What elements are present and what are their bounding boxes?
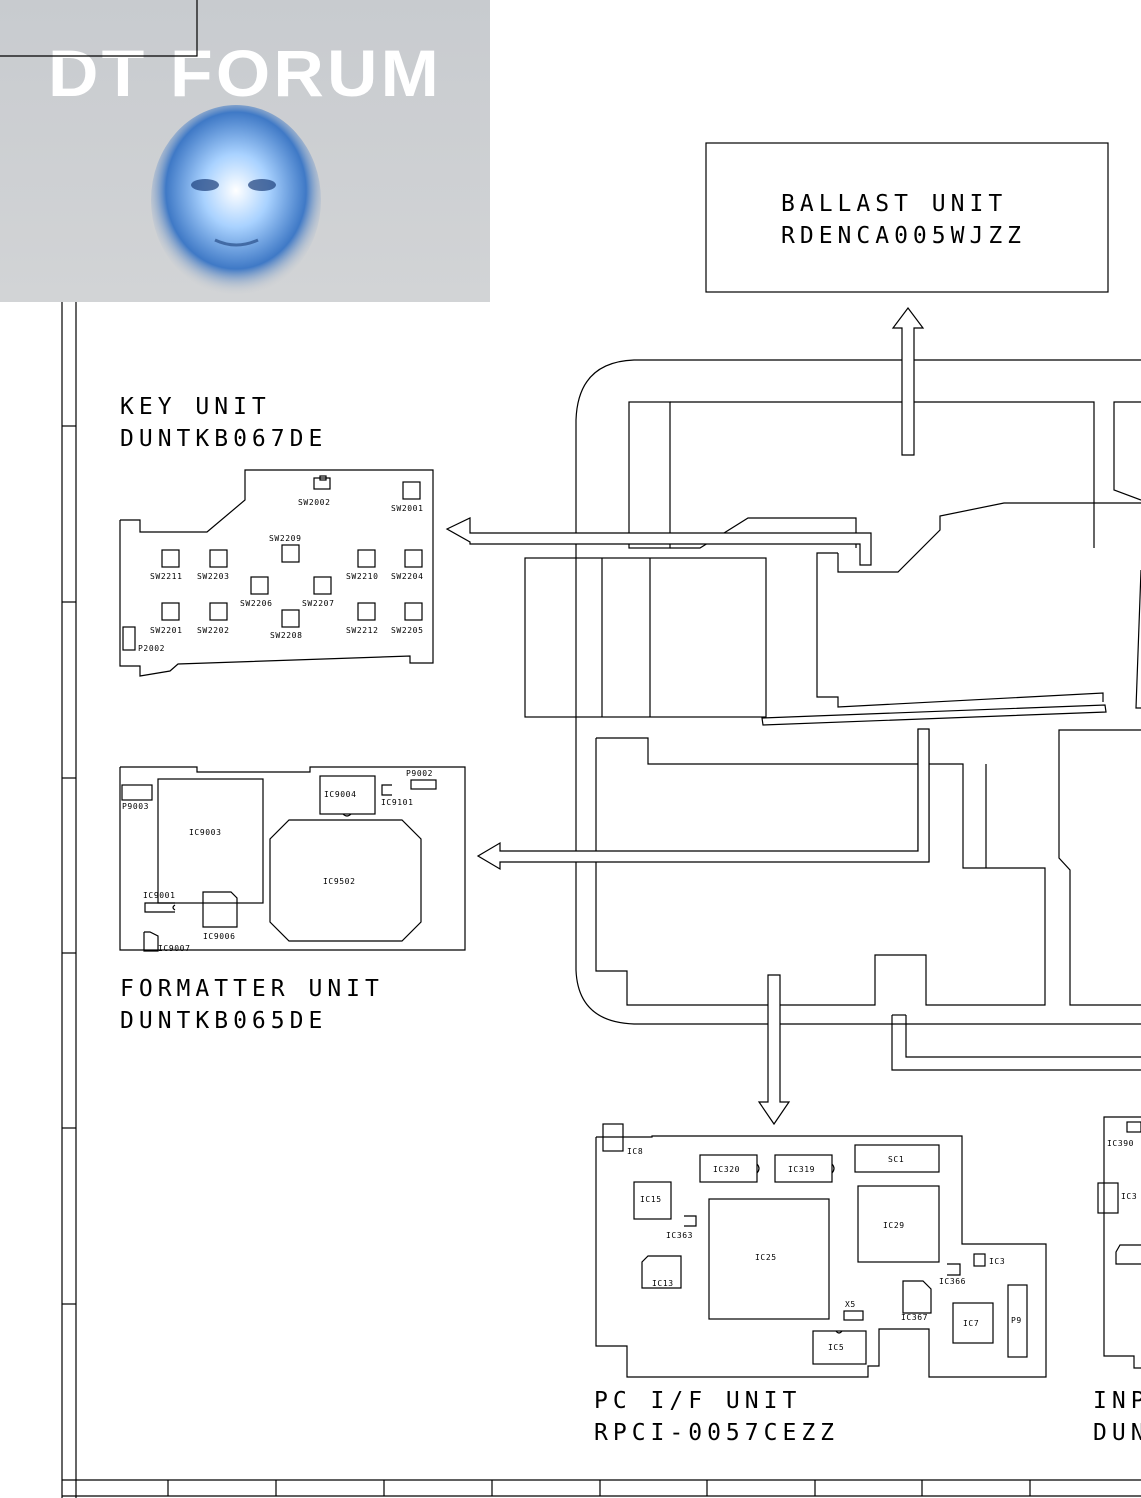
input-unit-name: INP: [1093, 1388, 1141, 1414]
key-unit-part-number: DUNTKB067DE: [120, 426, 327, 452]
ic9007-label: IC9007: [158, 944, 191, 953]
drawing-frame: [61, 75, 1141, 1498]
ic5-label: IC5: [828, 1343, 844, 1352]
arrow-to-key-unit: [445, 517, 872, 566]
sw2202-label: SW2202: [197, 626, 230, 635]
ic29-label: IC29: [883, 1221, 905, 1230]
sw2001-label: SW2001: [391, 504, 424, 513]
sw2203-label: SW2203: [197, 572, 230, 581]
p9002-label: P9002: [406, 769, 433, 778]
pc-if-unit-name: PC I/F UNIT: [594, 1388, 801, 1414]
pc-if-unit-part-number: RPCI-0057CEZZ: [594, 1420, 839, 1446]
ic9006-label: IC9006: [203, 932, 236, 941]
ic9001-label: IC9001: [143, 891, 176, 900]
logo-text: DT FORUM: [48, 36, 442, 110]
ballast-unit-part-number: RDENCA005WJZZ: [781, 223, 1026, 249]
sw2211-label: SW2211: [150, 572, 183, 581]
ic7-label: IC7: [963, 1319, 979, 1328]
ic320-label: IC320: [713, 1165, 740, 1174]
key-unit: KEY UNIT DUNTKB067DE SW2002 SW2001 SW220…: [119, 394, 434, 677]
sw2207-label: SW2207: [302, 599, 335, 608]
ic13-label: IC13: [652, 1279, 674, 1288]
ballast-unit: BALLAST UNIT RDENCA005WJZZ: [705, 142, 1109, 293]
arrow-to-ballast-unit: [891, 307, 925, 456]
x5-label: X5: [845, 1300, 856, 1309]
input-unit-part-number: DUN: [1093, 1420, 1141, 1446]
projector-chassis: [524, 359, 1141, 1071]
ic363-label: IC363: [666, 1231, 693, 1240]
ic9101-label: IC9101: [381, 798, 414, 807]
sw2206-label: SW2206: [240, 599, 273, 608]
ic15-label: IC15: [640, 1195, 662, 1204]
sw2002-label: SW2002: [298, 498, 331, 507]
formatter-unit-part-number: DUNTKB065DE: [120, 1008, 327, 1034]
ic8-label: IC8: [627, 1147, 643, 1156]
watermark-logo: DT FORUM: [0, 0, 490, 302]
ic366-label: IC366: [939, 1277, 966, 1286]
sw2205-label: SW2205: [391, 626, 424, 635]
face-image: [151, 105, 321, 295]
input-unit-ic3-label: IC3: [1121, 1192, 1137, 1201]
pc-if-unit: IC8 IC320 IC319 SC1 IC15 IC363 IC25 IC29…: [594, 1123, 1047, 1446]
formatter-unit-name: FORMATTER UNIT: [120, 976, 384, 1002]
arrow-to-formatter-unit: [476, 728, 930, 871]
ic9502-label: IC9502: [323, 877, 356, 886]
arrow-to-pc-if-unit: [757, 974, 791, 1126]
ic9004-label: IC9004: [324, 790, 357, 799]
ballast-unit-name: BALLAST UNIT: [781, 191, 1007, 217]
sc1-label: SC1: [888, 1155, 904, 1164]
sw2210-label: SW2210: [346, 572, 379, 581]
ic319-label: IC319: [788, 1165, 815, 1174]
input-unit-partial: IC390 IC3 INP DUN: [1093, 1116, 1141, 1446]
sw2204-label: SW2204: [391, 572, 424, 581]
ic367-label: IC367: [901, 1313, 928, 1322]
sw2209-label: SW2209: [269, 534, 302, 543]
p2002-label: P2002: [138, 644, 165, 653]
p9003-label: P9003: [122, 802, 149, 811]
formatter-unit: P9003 IC9003 IC9004 IC9101 P9002 IC9502 …: [119, 766, 466, 1034]
ic3-label: IC3: [989, 1257, 1005, 1266]
input-unit-ic390-label: IC390: [1107, 1139, 1134, 1148]
ic25-label: IC25: [755, 1253, 777, 1262]
key-unit-name: KEY UNIT: [120, 394, 271, 420]
sw2212-label: SW2212: [346, 626, 379, 635]
ic9003-label: IC9003: [189, 828, 222, 837]
sw2201-label: SW2201: [150, 626, 183, 635]
sw2208-label: SW2208: [270, 631, 303, 640]
p9-label: P9: [1011, 1316, 1022, 1325]
